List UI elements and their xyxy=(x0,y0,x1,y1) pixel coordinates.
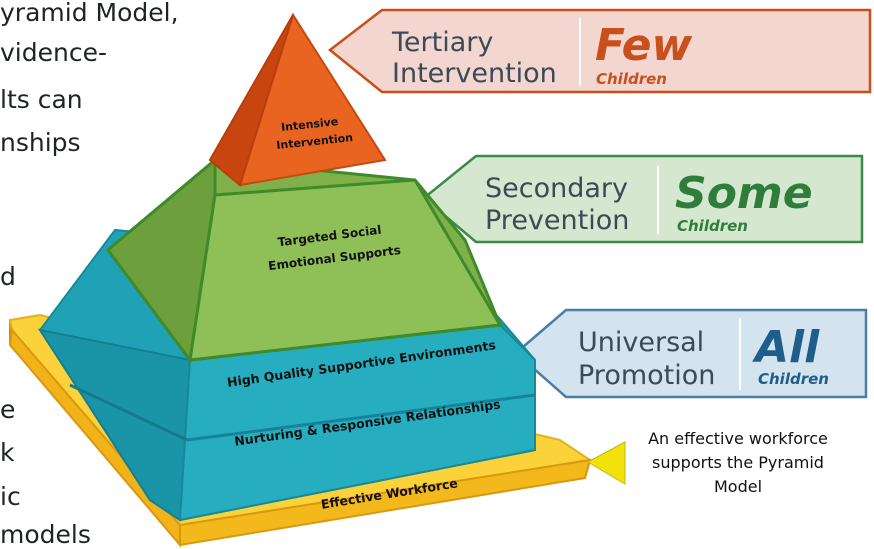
background-text-line: vidence- xyxy=(0,38,107,67)
tier-callout-secondary: Secondary Prevention Some Children xyxy=(422,154,864,244)
tier-amount: Some xyxy=(675,168,813,219)
tier-callout-universal: Universal Promotion All Children xyxy=(514,308,868,399)
tier-amount: Few xyxy=(595,20,692,71)
background-text-line: lts can xyxy=(0,85,83,114)
tier-callout-tertiary: Tertiary Intervention Few Children xyxy=(327,8,872,94)
tier-line1: Secondary xyxy=(485,173,628,204)
pointer-triangle-icon xyxy=(586,441,626,485)
background-text-line: d xyxy=(0,262,16,291)
background-text-line: e xyxy=(0,395,16,424)
tier-amount: All xyxy=(752,322,820,373)
tier-line2: Prevention xyxy=(485,205,629,236)
background-text-line: nships xyxy=(0,128,81,157)
tier-line1: Universal xyxy=(578,327,704,358)
pyramid-layer-tertiary xyxy=(208,12,387,187)
workforce-note: An effective workforce supports the Pyra… xyxy=(612,427,864,499)
background-text-line: models xyxy=(0,520,91,549)
top-label-line1: Intensive xyxy=(280,115,338,134)
tier-children: Children xyxy=(677,217,748,235)
tier-line1: Tertiary xyxy=(391,27,493,58)
note-line: An effective workforce xyxy=(648,429,828,448)
note-line: supports the Pyramid xyxy=(652,453,824,472)
tier-line2: Promotion xyxy=(578,360,715,391)
background-text-line: yramid Model, xyxy=(0,0,179,27)
tier-children: Children xyxy=(596,70,667,88)
note-line: Model xyxy=(713,477,763,496)
pyramid-layer-secondary xyxy=(105,156,503,364)
tier-line2: Intervention xyxy=(392,58,557,89)
background-text-line: ic xyxy=(0,482,21,511)
tier-children: Children xyxy=(758,370,829,388)
background-text-line: k xyxy=(0,438,15,467)
